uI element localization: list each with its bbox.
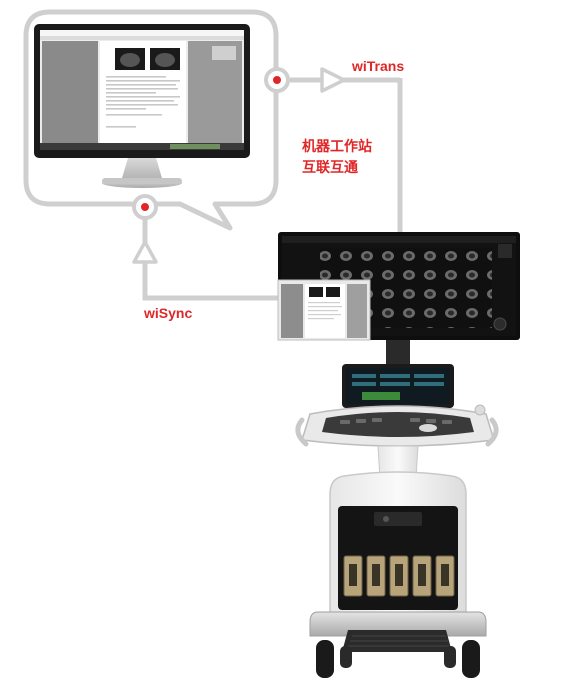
workstation-bubble — [23, 9, 279, 231]
wheel-front-left — [316, 640, 334, 678]
probe-ports — [343, 555, 455, 597]
ultrasound-monitor-arm — [386, 340, 410, 366]
witrans-connector — [264, 67, 403, 232]
ultrasound-base — [309, 611, 487, 678]
interconnect-label-line1: 机器工作站 — [302, 138, 372, 154]
ultrasound-main-monitor — [277, 232, 520, 341]
ultrasound-touch-panel — [342, 364, 454, 408]
workstation-monitor — [34, 24, 250, 188]
wheel-front-right — [462, 640, 480, 678]
wisync-connector — [132, 194, 290, 301]
wheel-rear-right — [444, 646, 456, 668]
wisync-label: wiSync — [144, 305, 193, 321]
ultrasound-cart-body — [329, 471, 467, 615]
wheel-rear-left — [340, 646, 352, 668]
wisync-arrow — [132, 240, 158, 264]
interconnect-label: 机器工作站 互联互通 — [302, 136, 372, 178]
ultrasound-control-panel — [295, 404, 499, 447]
witrans-label: wiTrans — [352, 58, 405, 74]
interconnect-label-line2: 互联互通 — [302, 159, 358, 175]
witrans-arrow — [320, 67, 346, 93]
